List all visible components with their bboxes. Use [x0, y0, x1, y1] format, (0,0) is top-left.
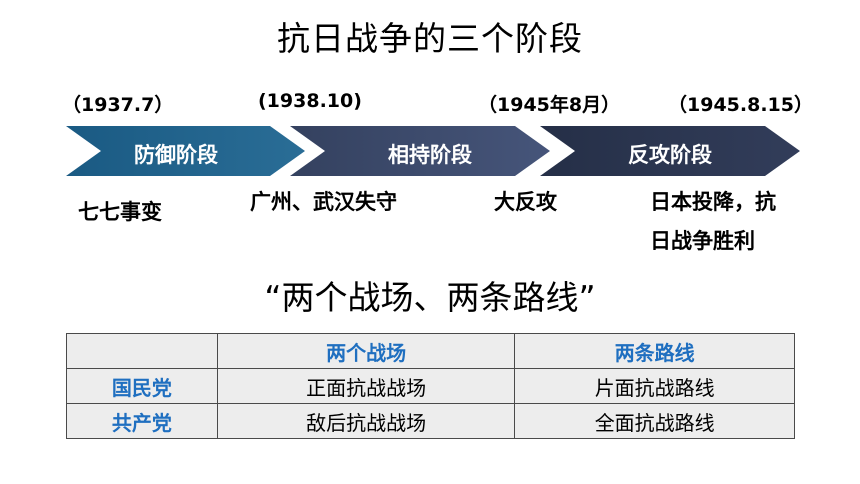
table-header-battlefields: 两个战场 [216, 333, 516, 369]
date-label-3: （1945年8月） [478, 94, 621, 116]
stage-label-stalemate: 相持阶段 [388, 143, 472, 167]
row-party-kmt: 国民党 [66, 368, 218, 404]
table-header-lines: 两条路线 [514, 333, 795, 369]
row-line-ccp: 全面抗战路线 [514, 403, 795, 439]
event-guangzhou-wuhan: 广州、武汉失守 [250, 190, 397, 214]
stage-arrow-defense [66, 126, 305, 176]
stage-arrow-counteroffensive [540, 126, 800, 176]
date-label-4: （1945.8.15） [668, 94, 813, 116]
date-label-1: （1937.7） [62, 94, 174, 116]
timeline-arrows [66, 126, 800, 176]
event-surrender-line2: 日战争胜利 [650, 229, 755, 253]
row-party-ccp: 共产党 [66, 403, 218, 439]
stage-arrow-stalemate [290, 126, 550, 176]
comparison-table: 两个战场 两条路线 国民党 正面抗战战场 片面抗战路线 共产党 敌后抗战战场 全… [66, 333, 795, 439]
table-header-row: 两个战场 两条路线 [66, 333, 795, 369]
row-battlefield-kmt: 正面抗战战场 [216, 368, 516, 404]
section-subtitle: “两个战场、两条路线” [264, 278, 596, 317]
event-marco-polo-bridge: 七七事变 [78, 200, 162, 224]
event-counteroffensive: 大反攻 [494, 190, 557, 214]
table-row: 共产党 敌后抗战战场 全面抗战路线 [66, 403, 795, 439]
stage-label-defense: 防御阶段 [134, 143, 218, 167]
page-title: 抗日战争的三个阶段 [277, 19, 583, 58]
table-row: 国民党 正面抗战战场 片面抗战路线 [66, 368, 795, 404]
row-battlefield-ccp: 敌后抗战战场 [216, 403, 516, 439]
date-label-2: (1938.10) [258, 90, 362, 112]
stage-label-counteroffensive: 反攻阶段 [628, 143, 712, 167]
event-surrender-line1: 日本投降，抗 [650, 190, 776, 214]
table-header-empty [66, 333, 218, 369]
row-line-kmt: 片面抗战路线 [514, 368, 795, 404]
